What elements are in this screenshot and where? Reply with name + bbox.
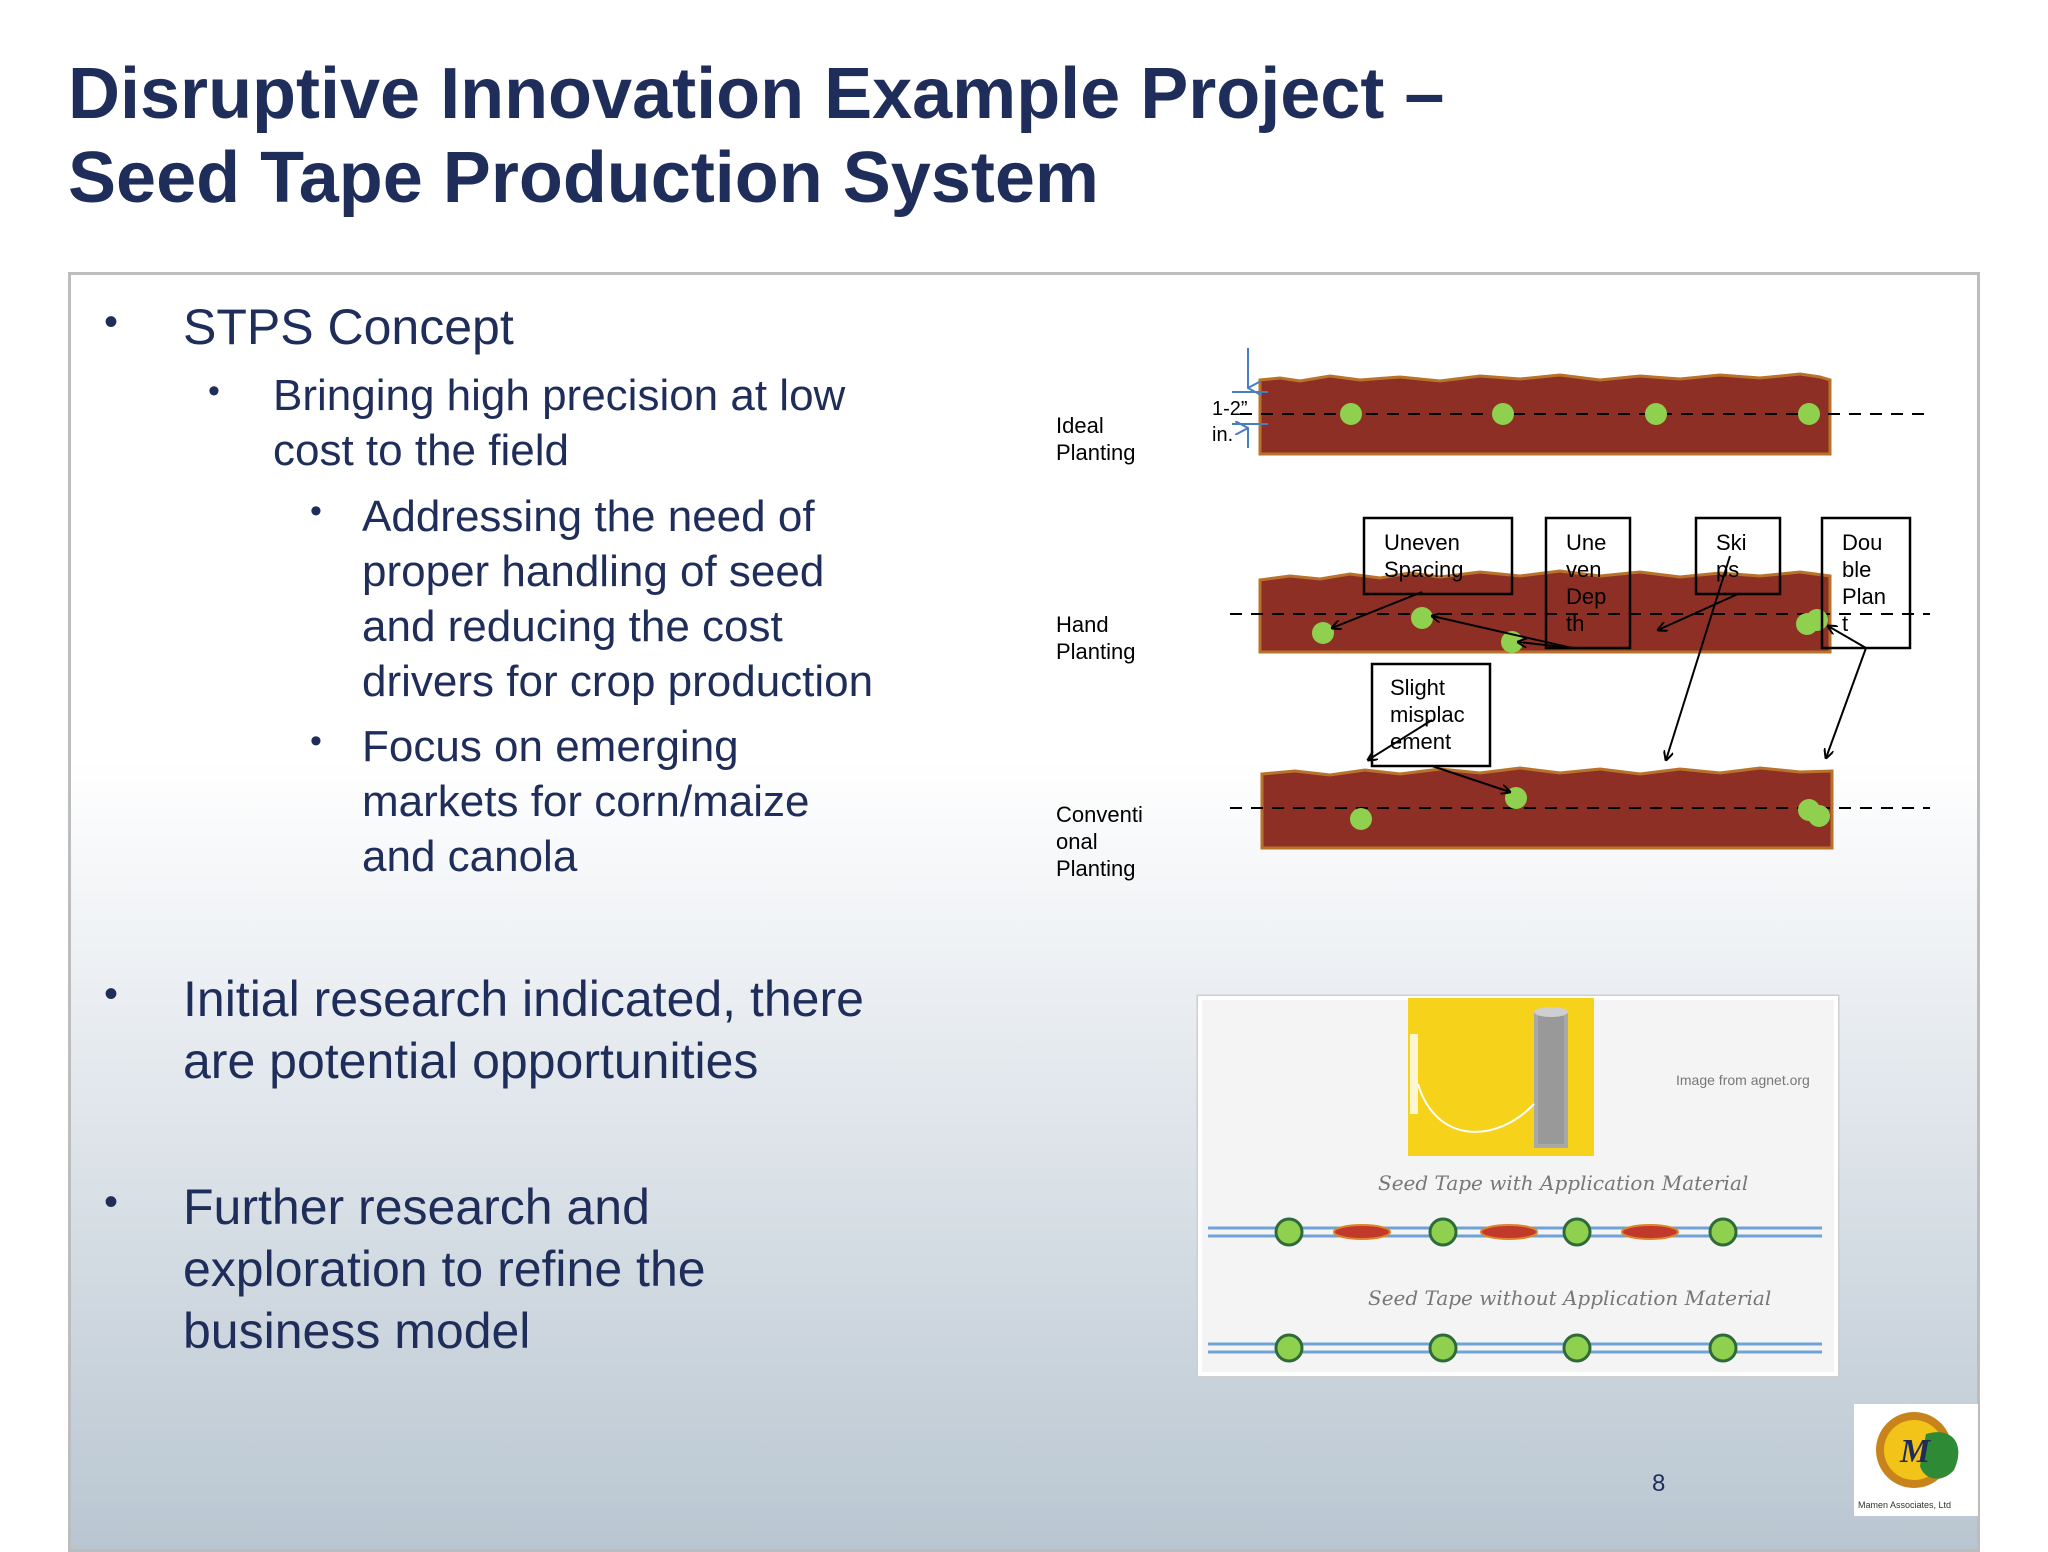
seed bbox=[1505, 787, 1527, 809]
application-material bbox=[1333, 1224, 1391, 1240]
bullet-line: markets for corn/maize bbox=[362, 777, 810, 826]
callout-uneven-spacing bbox=[1362, 516, 1514, 596]
tape-seed bbox=[1708, 1333, 1738, 1363]
bullet-dot: • bbox=[208, 372, 220, 410]
title-line-2: Seed Tape Production System bbox=[68, 138, 1099, 218]
arrow bbox=[1828, 626, 1867, 649]
seed bbox=[1798, 403, 1820, 425]
row-label-hand: Hand Planting bbox=[1056, 612, 1136, 664]
arrow bbox=[1666, 555, 1731, 760]
application-material bbox=[1480, 1224, 1538, 1240]
seed bbox=[1350, 808, 1372, 830]
tape-seed bbox=[1428, 1217, 1458, 1247]
row-label-ideal: Ideal Planting bbox=[1056, 413, 1136, 465]
bullet-dot: • bbox=[104, 1180, 119, 1224]
slide-title: Disruptive Innovation Example Project – … bbox=[68, 52, 1768, 220]
arrow bbox=[1332, 591, 1423, 628]
caption-with-material: Seed Tape with Application Material bbox=[1378, 1171, 1749, 1195]
bullet-stps-concept: STPS Concept bbox=[183, 299, 514, 355]
arrow bbox=[1368, 719, 1433, 760]
bullet-line: proper handling of seed bbox=[362, 547, 825, 596]
bullet-line: drivers for crop production bbox=[362, 657, 874, 706]
title-line-1: Disruptive Innovation Example Project – bbox=[68, 54, 1445, 134]
arrow bbox=[1658, 593, 1739, 630]
seed bbox=[1340, 403, 1362, 425]
callout-slight-misplacement bbox=[1370, 662, 1492, 768]
tape-seed bbox=[1274, 1217, 1304, 1247]
arrow bbox=[1518, 642, 1573, 649]
application-material bbox=[1621, 1224, 1679, 1240]
bullet-line: Further research and bbox=[183, 1179, 650, 1235]
tape-seed bbox=[1428, 1333, 1458, 1363]
bullet-line: business model bbox=[183, 1303, 531, 1359]
seed bbox=[1645, 403, 1667, 425]
logo-name: Mamen Associates, Ltd bbox=[1858, 1500, 1951, 1510]
bullet-line: are potential opportunities bbox=[183, 1033, 759, 1089]
bullet-line: Bringing high precision at low bbox=[273, 371, 846, 420]
seed bbox=[1312, 622, 1334, 644]
row-label-conventional: Conventi onal Planting bbox=[1056, 802, 1143, 881]
bullet-line: and canola bbox=[362, 832, 578, 881]
bullet-initial-research: Initial research indicated, there are po… bbox=[183, 968, 864, 1092]
planting-diagram bbox=[1230, 348, 1930, 850]
arrow bbox=[1431, 765, 1510, 792]
tape-seed bbox=[1708, 1217, 1738, 1247]
bullet-high-precision: Bringing high precision at low cost to t… bbox=[273, 368, 845, 478]
bullet-line: exploration to refine the bbox=[183, 1241, 706, 1297]
company-logo: M Mamen Associates, Ltd bbox=[1854, 1404, 1978, 1516]
bullet-line: Addressing the need of bbox=[362, 492, 815, 541]
bullet-dot: • bbox=[104, 972, 119, 1016]
bullet-line: Initial research indicated, there bbox=[183, 971, 864, 1027]
bullet-line: Focus on emerging bbox=[362, 722, 739, 771]
bullet-line: cost to the field bbox=[273, 426, 569, 475]
tape-seed bbox=[1274, 1333, 1304, 1363]
seed bbox=[1411, 607, 1433, 629]
bullet-dot: • bbox=[310, 722, 322, 760]
bullet-emerging-markets: Focus on emerging markets for corn/maize… bbox=[362, 719, 809, 884]
page-number: 8 bbox=[1652, 1470, 1666, 1497]
callout-uneven-depth bbox=[1544, 516, 1632, 650]
bullet-dot: • bbox=[104, 300, 119, 344]
logo-letter: M bbox=[1899, 1433, 1932, 1470]
tape-seed bbox=[1562, 1217, 1592, 1247]
arrow bbox=[1432, 616, 1573, 649]
image-credit: Image from agnet.org bbox=[1676, 1072, 1810, 1088]
arrow bbox=[1826, 647, 1867, 758]
seed bbox=[1492, 403, 1514, 425]
bullet-line: and reducing the cost bbox=[362, 602, 783, 651]
bullet-further-research: Further research and exploration to refi… bbox=[183, 1176, 706, 1362]
depth-label: 1-2” in. bbox=[1212, 398, 1248, 446]
seed bbox=[1808, 805, 1830, 827]
bullet-handling-seed: Addressing the need of proper handling o… bbox=[362, 489, 873, 709]
bullet-dot: • bbox=[310, 492, 322, 530]
seed bbox=[1806, 609, 1828, 631]
callout-text-double-plant: Dou ble Plan t bbox=[1842, 530, 1887, 636]
callout-text-uneven-spacing: Uneven Spacing bbox=[1384, 530, 1464, 582]
caption-without-material: Seed Tape without Application Material bbox=[1368, 1286, 1772, 1310]
seed-tape-photo bbox=[1196, 994, 1840, 1378]
callout-text-uneven-depth: Une ven Dep th bbox=[1566, 530, 1607, 636]
callout-text-slight-misplacement: Slight misplac ement bbox=[1390, 675, 1465, 754]
callout-text-skips: Ski ps bbox=[1716, 530, 1747, 582]
tape-seed bbox=[1562, 1333, 1592, 1363]
